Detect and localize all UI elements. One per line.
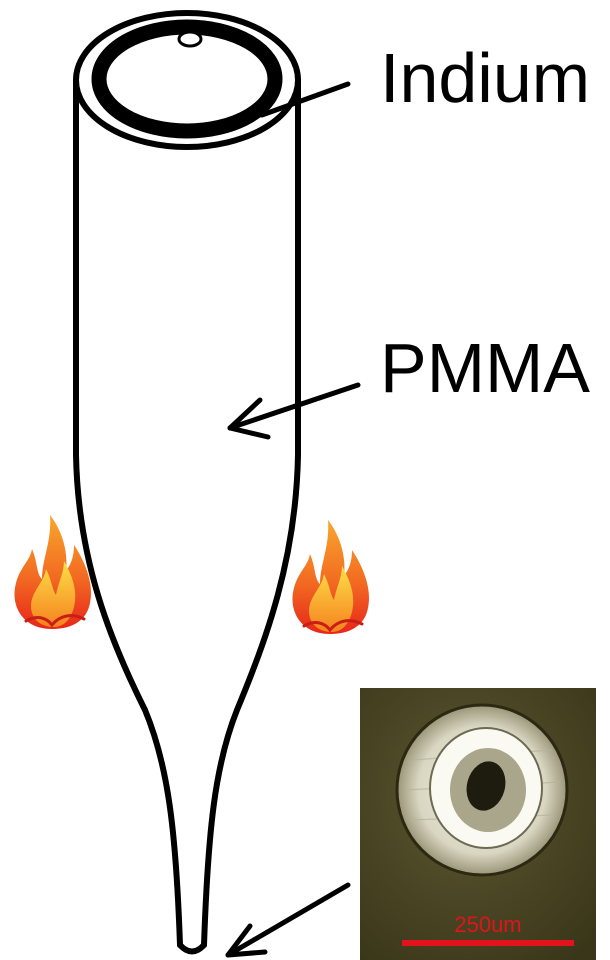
- cross-section-micrograph: 250um: [360, 688, 596, 960]
- scale-bar-label: 250um: [454, 912, 521, 937]
- preform-fiber: [73, 77, 301, 955]
- scale-bar: [402, 940, 574, 946]
- indium-ring: [91, 19, 283, 139]
- indium-arrow-line: [259, 81, 351, 118]
- fiber-left-edge: [73, 77, 183, 948]
- flame-right-icon: [292, 520, 370, 634]
- arrows: [225, 81, 361, 958]
- tip-arrow-line: [225, 882, 351, 958]
- indium-label: Indium: [380, 39, 590, 117]
- pmma-arrow-head: [227, 397, 271, 440]
- fiber-right-edge: [201, 77, 301, 948]
- core-hole: [466, 761, 506, 811]
- ring-notch: [177, 30, 203, 48]
- preform-top-opening: [73, 10, 301, 150]
- fiber-tip: [177, 942, 207, 955]
- inner-bore: [112, 38, 262, 120]
- tip-arrow-head: [225, 923, 268, 958]
- pmma-arrow-line: [227, 382, 361, 431]
- flame-left-icon: [14, 515, 92, 629]
- pmma-label: PMMA: [380, 329, 590, 407]
